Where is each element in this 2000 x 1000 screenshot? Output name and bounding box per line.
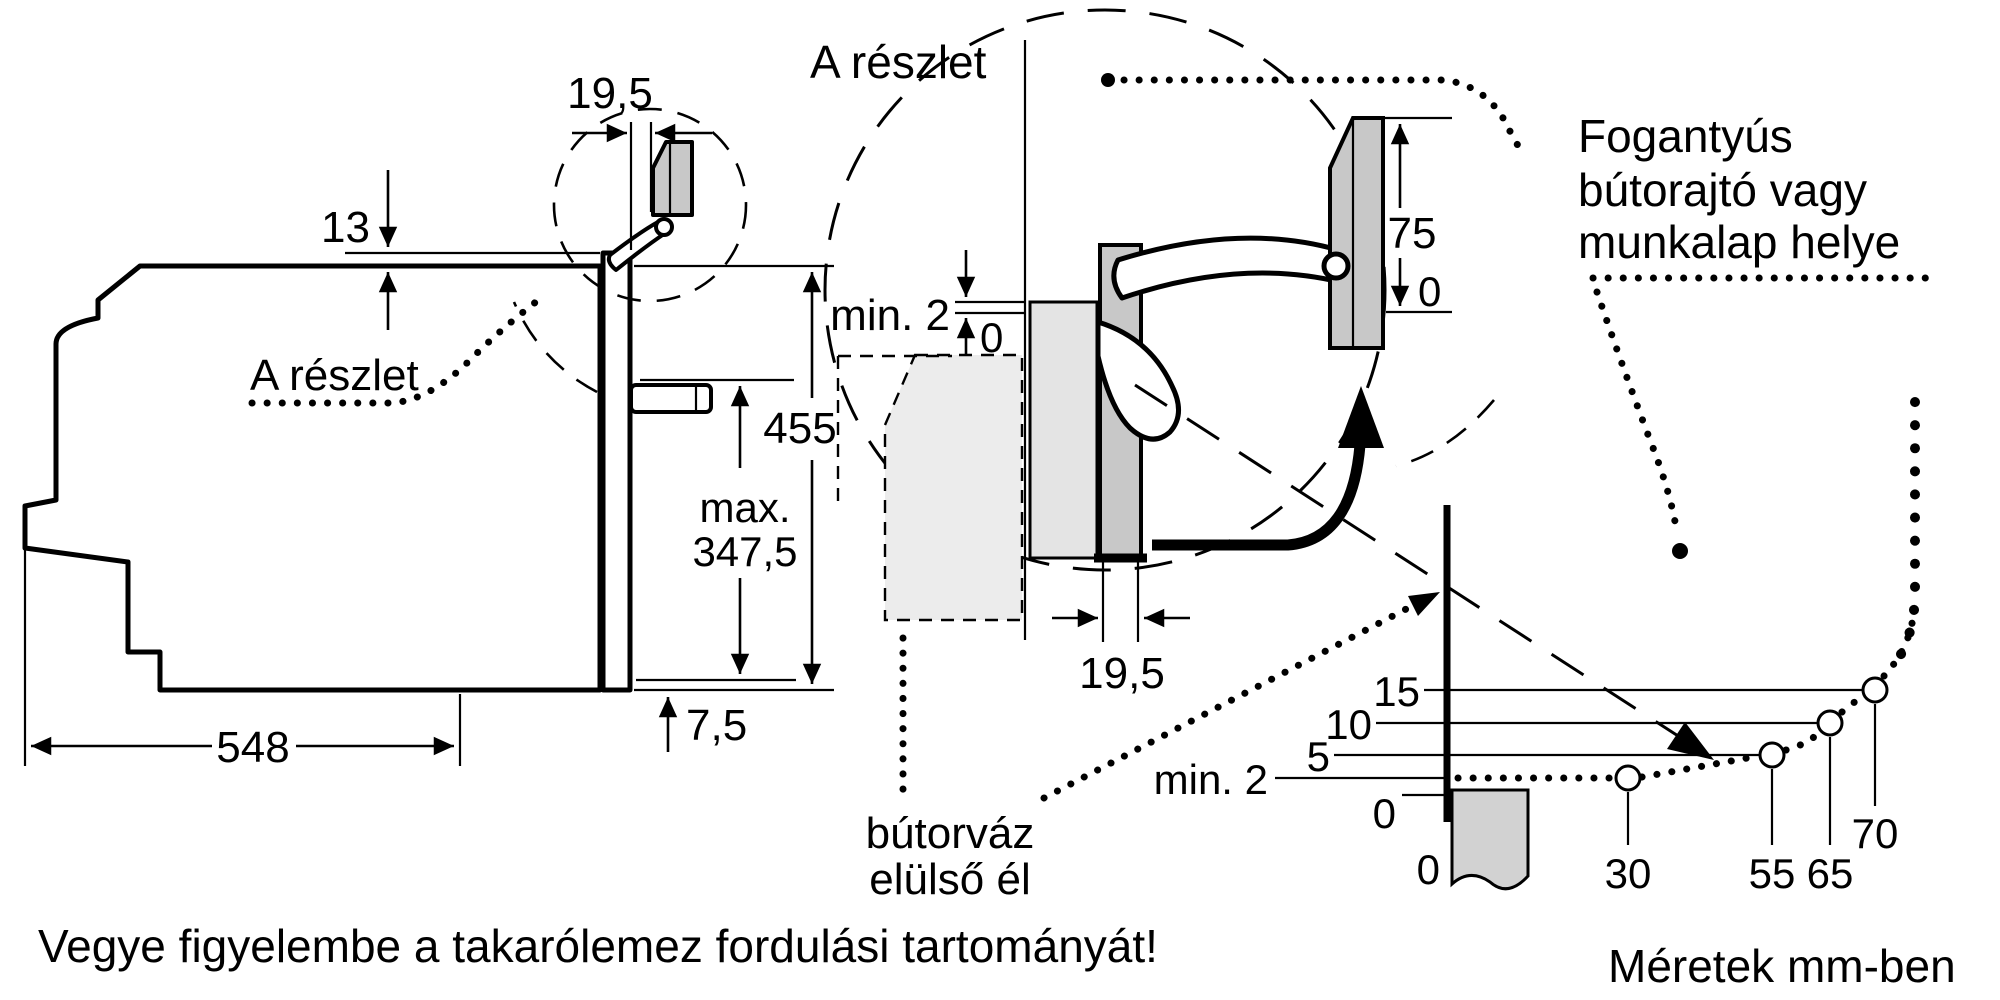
detail-to-graph-dashed-line xyxy=(1134,383,1693,747)
dim-548: 548 xyxy=(216,723,289,772)
handle-note: Fogantyús bútorajtó vagy munkalap helye xyxy=(1101,73,1931,667)
dim-max-label: max. xyxy=(699,484,790,531)
detail-to-graph-arrowhead xyxy=(1667,722,1714,760)
graph-y-min2: min. 2 xyxy=(1154,756,1268,803)
marker-55-5 xyxy=(1758,741,1786,769)
graph-x-0: 0 xyxy=(1417,846,1440,893)
leader-end-dot xyxy=(1672,543,1688,559)
graph-x-65: 65 xyxy=(1807,850,1854,897)
clearance-curve xyxy=(1638,614,1917,781)
oven-body-outline xyxy=(22,263,603,693)
dim-75: 75 xyxy=(1388,209,1437,258)
handle-note-line1: Fogantyús xyxy=(1578,110,1793,162)
detail-view: A részlet min. 2 0 xyxy=(810,8,1495,698)
clearance-column-dots xyxy=(1891,397,1920,667)
frame-edge-line2: elülső él xyxy=(869,855,1030,904)
graph-y-15: 15 xyxy=(1373,668,1420,715)
dim-min-2: min. 2 xyxy=(830,291,950,340)
leader-start-dot-top xyxy=(1101,73,1115,87)
dim-19-5-top: 19,5 xyxy=(567,69,653,118)
graph-y-0: 0 xyxy=(1373,790,1396,837)
dim-455: 455 xyxy=(763,404,836,453)
graph-x-30: 30 xyxy=(1605,850,1652,897)
detail-ref-label: A részlet xyxy=(250,351,419,400)
furniture-section xyxy=(1450,788,1530,891)
marker-65-10 xyxy=(1816,709,1844,737)
dim-zero-left: 0 xyxy=(980,314,1003,361)
oven-frame-piece xyxy=(1028,300,1099,560)
graph-y-5: 5 xyxy=(1307,733,1330,780)
graph-x-55: 55 xyxy=(1749,850,1796,897)
hinge-arm-upper xyxy=(1111,235,1343,301)
graph-x-70: 70 xyxy=(1852,810,1899,857)
dim-max-value: 347,5 xyxy=(692,528,797,575)
dim-zero-right: 0 xyxy=(1418,268,1441,315)
marker-70-15 xyxy=(1861,676,1889,704)
hinge-pivot-large xyxy=(1321,251,1351,281)
handle-piece-small xyxy=(651,140,694,217)
graph-y-10: 10 xyxy=(1325,701,1372,748)
handle-note-leader-top xyxy=(1120,76,1526,156)
hinge-arm-small xyxy=(606,220,666,272)
dim-19-5-detail: 19,5 xyxy=(1079,649,1165,698)
detail-title: A részlet xyxy=(810,36,987,88)
frame-edge-line1: bútorváz xyxy=(866,809,1035,858)
door-handle-closed xyxy=(629,383,713,414)
units-text: Méretek mm-ben xyxy=(1608,940,1956,992)
handle-piece-large xyxy=(1328,116,1385,350)
frame-edge-note: bútorváz elülső él xyxy=(866,592,1440,904)
swing-arrow-curve xyxy=(1152,444,1366,551)
frame-edge-arrowhead xyxy=(1408,592,1440,616)
frame-edge-leader-diagonal xyxy=(1040,602,1416,802)
marker-30-min2 xyxy=(1614,764,1642,792)
handle-note-line2: bútorajtó vagy xyxy=(1578,164,1867,216)
detail-circle-small xyxy=(552,107,748,303)
dim-7-5: 7,5 xyxy=(686,701,747,750)
hinge-pivot-small xyxy=(654,217,674,237)
warning-text: Vegye figyelembe a takarólemez fordulási… xyxy=(38,920,1158,972)
oven-front-panel xyxy=(600,250,633,693)
left-side-view: 13 19,5 A részlet 455 max. 347,5 7,5 548 xyxy=(22,69,837,772)
handle-note-leader-down xyxy=(1593,288,1681,538)
detail-leader-dots xyxy=(248,291,549,407)
swing-arrow-head xyxy=(1338,386,1384,448)
hinge-arm-lower xyxy=(1095,319,1181,442)
furniture-panel xyxy=(883,353,1024,622)
clearance-graph: 15 10 5 min. 2 0 0 30 55 65 70 xyxy=(1134,383,1917,897)
door-swing-arc-detail xyxy=(1395,399,1495,468)
door-swing-arc-left xyxy=(512,301,598,394)
handle-note-line3: munkalap helye xyxy=(1578,216,1900,268)
dim-13: 13 xyxy=(321,203,370,252)
